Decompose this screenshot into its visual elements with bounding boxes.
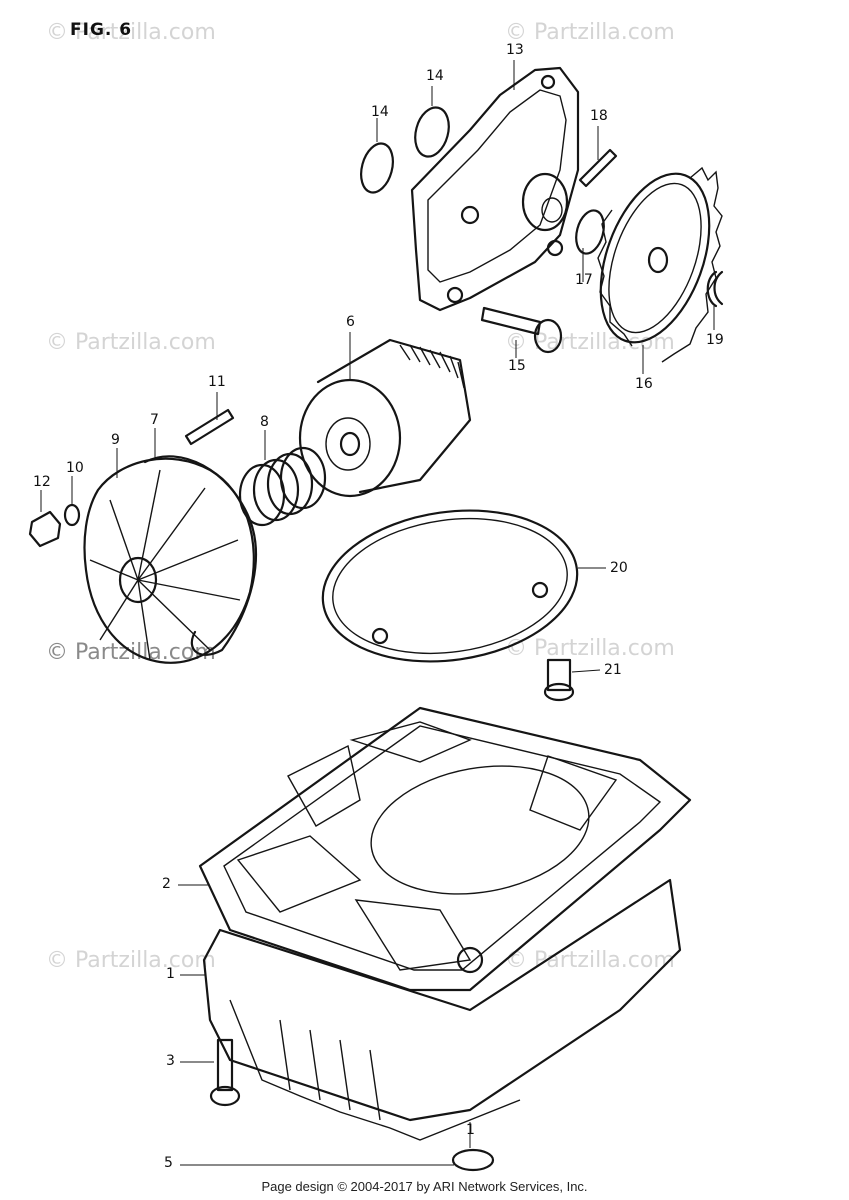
callout-18: 18 (590, 108, 608, 124)
callout-1-lower: 1 (466, 1122, 475, 1138)
callout-12: 10 (66, 460, 84, 476)
gear-16 (597, 166, 723, 363)
callout-2: 2 (162, 876, 171, 892)
circlip-19 (706, 270, 724, 308)
filter-cover-9 (83, 457, 255, 664)
watermark: © Partzilla.com (46, 330, 216, 355)
callout-11: 12 (33, 474, 51, 490)
callout-3: 3 (166, 1053, 175, 1069)
oil-pan-1 (202, 878, 682, 1141)
screen-20 (321, 509, 579, 663)
callout-1: 1 (166, 966, 175, 982)
bolt-3 (209, 1038, 241, 1107)
callout-5: 5 (164, 1155, 173, 1171)
callout-10: 11 (208, 374, 226, 390)
callout-14: 14 (426, 68, 444, 84)
watermark: © Partzilla.com (505, 20, 675, 45)
callout-8: 8 (260, 414, 269, 430)
spring-8 (238, 446, 327, 527)
watermark: © Partzilla.com (46, 948, 216, 973)
o-ring-14 (414, 106, 450, 158)
washer-12 (63, 503, 81, 527)
figure-label: FIG. 6 (70, 20, 133, 40)
bolt-15 (480, 306, 563, 354)
callout-9: 9 (111, 432, 120, 448)
oil-pump-body (410, 66, 580, 312)
pin-10 (184, 408, 235, 446)
callout-19: 19 (706, 332, 724, 348)
watermark: © Partzilla.com (505, 330, 675, 355)
watermark: © Partzilla.com (46, 20, 216, 45)
callout-16: 16 (635, 376, 653, 392)
copyright-footer: Page design © 2004-2017 by ARI Network S… (261, 1179, 588, 1194)
nut-11 (28, 510, 62, 548)
bolt-21 (543, 658, 575, 702)
watermark: © Partzilla.com (505, 636, 675, 661)
o-ring-14a (360, 142, 394, 194)
washer-5 (451, 1148, 495, 1172)
callout-6: 6 (346, 314, 355, 330)
callout-14-rear: 14 (371, 104, 389, 120)
leader-lines (40, 60, 715, 1166)
callout-15: 15 (508, 358, 526, 374)
o-ring-17 (575, 209, 605, 255)
pin-18 (578, 148, 618, 188)
callout-20: 20 (610, 560, 628, 576)
callout-21: 21 (604, 662, 622, 678)
callout-17: 17 (575, 272, 593, 288)
callout-13: 13 (506, 42, 524, 58)
callout-7: 7 (150, 412, 159, 428)
oil-pan-gasket-2 (198, 706, 692, 992)
